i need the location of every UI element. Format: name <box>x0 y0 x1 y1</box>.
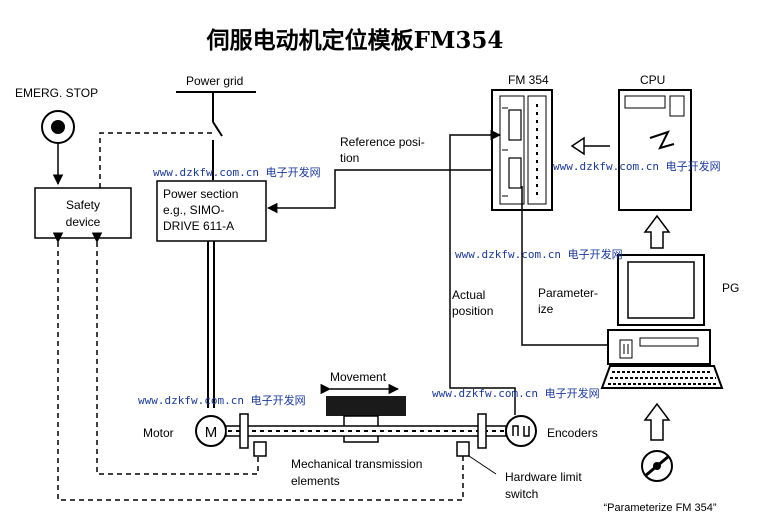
hardware-limit-switch-right <box>456 441 470 457</box>
hardware-limit-label-1: Hardware limit <box>505 470 582 484</box>
power-section-label-2: e.g., SIMO- <box>163 203 224 217</box>
pg-to-fm354-line <box>521 186 608 346</box>
watermark-1: www.dzkfw.com.cn 电子开发网 <box>153 165 321 179</box>
watermark-2: www.dzkfw.com.cn 电子开发网 <box>553 159 721 173</box>
hardware-limit-switch-left <box>253 441 267 457</box>
encoder-icon <box>505 415 537 447</box>
parameterize-label-2: ize <box>538 302 554 316</box>
encoders-label: Encoders <box>547 426 598 440</box>
safety-device-label-2: device <box>66 215 101 229</box>
actual-position-line <box>449 129 516 415</box>
main-contactor-icon <box>212 121 223 180</box>
safety-to-limit-switch-dashed <box>91 232 259 475</box>
mechanical-transmission-label-2: elements <box>291 474 340 488</box>
power-grid-label: Power grid <box>186 74 243 88</box>
moving-slide <box>326 396 406 416</box>
reference-position-label-2: tion <box>340 151 359 165</box>
safety-to-contactor-dashed <box>99 132 213 188</box>
movement-label: Movement <box>330 370 387 384</box>
power-section-label-3: DRIVE 611-A <box>163 219 234 233</box>
diagram-title: 伺服电动机定位模板FM354 <box>206 27 504 54</box>
pg-to-cpu-arrow <box>643 214 671 249</box>
cpu-to-fm354-arrowhead <box>570 136 585 156</box>
pg-computer <box>600 254 724 389</box>
software-to-pg-arrow <box>643 402 671 441</box>
disk-icon <box>641 450 673 482</box>
actual-position-label-2: position <box>452 304 493 318</box>
motor-symbol: M <box>205 424 218 441</box>
safety-device-box <box>34 187 132 239</box>
reference-position-label-1: Reference posi- <box>340 135 425 149</box>
watermark-4: www.dzkfw.com.cn 电子开发网 <box>138 393 306 407</box>
watermark-3: www.dzkfw.com.cn 电子开发网 <box>455 247 623 261</box>
emerg-stop-label: EMERG. STOP <box>15 86 98 100</box>
reference-position-line <box>266 169 500 214</box>
actual-position-label-1: Actual <box>452 288 485 302</box>
hardware-limit-label-2: switch <box>505 487 538 501</box>
safety-device-label-1: Safety <box>66 198 100 212</box>
hw-limit-leader <box>468 455 497 475</box>
pg-label: PG <box>722 281 739 295</box>
coupling-right <box>477 413 487 449</box>
safety-to-limit-switch-2-dashed <box>52 232 464 501</box>
motor-label: Motor <box>143 426 174 440</box>
mechanical-transmission-label-1: Mechanical transmission <box>291 457 422 471</box>
software-label: “Parameterize FM 354” <box>603 502 716 514</box>
power-section-label-1: Power section <box>163 187 238 201</box>
cpu-label: CPU <box>640 73 665 87</box>
emergency-stop-button <box>41 110 75 144</box>
cpu-module <box>618 89 692 211</box>
parameterize-label-1: Parameter- <box>538 286 598 300</box>
fm354-label: FM 354 <box>508 73 549 87</box>
watermark-5: www.dzkfw.com.cn 电子开发网 <box>432 386 600 400</box>
coupling-left <box>239 413 249 449</box>
power-section-box <box>156 180 267 242</box>
